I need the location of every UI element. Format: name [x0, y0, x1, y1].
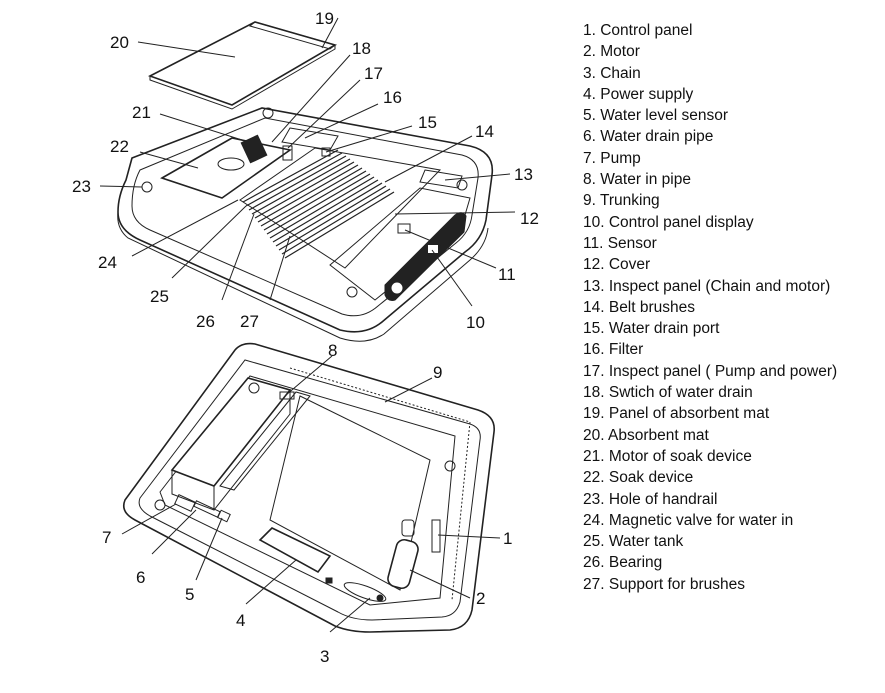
legend-item: 19. Panel of absorbent mat: [583, 405, 770, 423]
lower-unit-drawing: [122, 342, 495, 633]
legend-item: 22. Soak device: [583, 469, 694, 487]
legend-item: 18. Swtich of water drain: [583, 384, 753, 402]
callout-14: 14: [475, 122, 494, 141]
upper-base-side: [117, 211, 489, 342]
pump: [174, 494, 196, 512]
leader-lines: [99, 17, 516, 633]
callout-1: 1: [503, 529, 512, 548]
callout-24: 24: [98, 253, 117, 272]
lower-inner-wall: [138, 359, 481, 621]
callout-26: 26: [196, 312, 215, 331]
brush-module-outline: [269, 395, 431, 591]
legend-item: 5. Water level sensor: [583, 107, 729, 125]
water-tank-side: [213, 390, 291, 511]
callout-15: 15: [418, 113, 437, 132]
legend-item: 10. Control panel display: [583, 213, 754, 231]
legend-item: 21. Motor of soak device: [583, 447, 752, 465]
power-supply-terminal: [325, 577, 333, 584]
callout-22: 22: [110, 137, 129, 156]
water-tank-lid: [219, 391, 311, 491]
parts-legend: 1. Control panel 2. Motor 3. Chain 4. Po…: [583, 20, 837, 595]
chain: [343, 582, 387, 602]
callout-23: 23: [72, 177, 91, 196]
corner-hole: [444, 460, 456, 472]
water-level-sensor: [217, 509, 231, 523]
callout-numbers: 20 19 18 17 16 15 14 13 12 11 10 21 22 2…: [72, 9, 539, 666]
legend-item: 2. Motor: [583, 43, 640, 61]
callout-17: 17: [364, 64, 383, 83]
legend-item: 16. Filter: [583, 341, 644, 359]
absorbent-mat-edge: [149, 45, 336, 110]
legend-item: 9. Trunking: [583, 192, 660, 210]
corner-hole: [154, 499, 166, 511]
legend-item: 3. Chain: [583, 64, 641, 82]
handrail-hole: [262, 107, 274, 119]
motor: [387, 538, 419, 590]
absorbent-mat-panel: [248, 21, 337, 50]
legend-item: 14. Belt brushes: [583, 298, 696, 316]
legend-item: 25. Water tank: [583, 533, 684, 551]
legend-item: 11. Sensor: [583, 234, 657, 252]
water-in-pipe: [279, 391, 295, 400]
callout-5: 5: [185, 585, 194, 604]
water-drain-port: [321, 147, 331, 157]
brush-area-frame: [239, 147, 442, 269]
callout-9: 9: [433, 363, 442, 382]
callout-27: 27: [240, 312, 259, 331]
power-icon: [391, 282, 403, 294]
legend-item: 20. Absorbent mat: [583, 426, 709, 444]
legend-item: 15. Water drain port: [583, 320, 720, 338]
lower-base-outline: [122, 342, 495, 633]
corner-hole: [248, 382, 260, 394]
legend-item: 7. Pump: [583, 149, 641, 167]
handrail-hole: [346, 286, 358, 298]
legend-item: 26. Bearing: [583, 554, 663, 572]
callout-3: 3: [320, 647, 329, 666]
soak-motor: [240, 134, 268, 164]
callout-20: 20: [110, 33, 129, 52]
motor-bracket: [401, 519, 415, 537]
upper-top-edge: [131, 117, 479, 317]
callout-6: 6: [136, 568, 145, 587]
callout-11: 11: [498, 265, 516, 284]
callout-13: 13: [514, 165, 533, 184]
callout-12: 12: [520, 209, 539, 228]
legend-item: 23. Hole of handrail: [583, 490, 718, 508]
water-tank-side: [171, 470, 215, 511]
chain-sprocket: [376, 594, 384, 602]
callout-10: 10: [466, 313, 485, 332]
callout-4: 4: [236, 611, 245, 630]
belt-brushes: [242, 149, 395, 259]
legend-item: 12. Cover: [583, 256, 651, 274]
upper-unit-drawing: [117, 21, 494, 342]
sensor-window: [397, 223, 411, 234]
legend-item: 17. Inspect panel ( Pump and power): [583, 362, 838, 380]
legend-item: 6. Water drain pipe: [583, 128, 714, 146]
legend-item: 24. Magnetic valve for water in: [583, 511, 794, 529]
callout-8: 8: [328, 341, 337, 360]
display-window: [428, 245, 438, 253]
callout-16: 16: [383, 88, 402, 107]
soak-device-port: [217, 157, 245, 171]
callout-19: 19: [315, 9, 334, 28]
callout-25: 25: [150, 287, 169, 306]
legend-item: 1. Control panel: [583, 22, 693, 39]
callout-18: 18: [352, 39, 371, 58]
drain-switch: [282, 145, 293, 161]
callout-2: 2: [476, 589, 485, 608]
legend-item: 4. Power supply: [583, 85, 694, 103]
absorbent-mat: [147, 21, 338, 106]
callout-21: 21: [132, 103, 151, 122]
legend-item: 8. Water in pipe: [583, 171, 691, 189]
control-panel: [431, 519, 441, 553]
legend-item: 13. Inspect panel (Chain and motor): [583, 277, 831, 295]
legend-item: 27. Support for brushes: [583, 575, 745, 593]
callout-7: 7: [102, 528, 111, 547]
power-supply: [258, 527, 332, 574]
handrail-hole: [456, 179, 468, 191]
